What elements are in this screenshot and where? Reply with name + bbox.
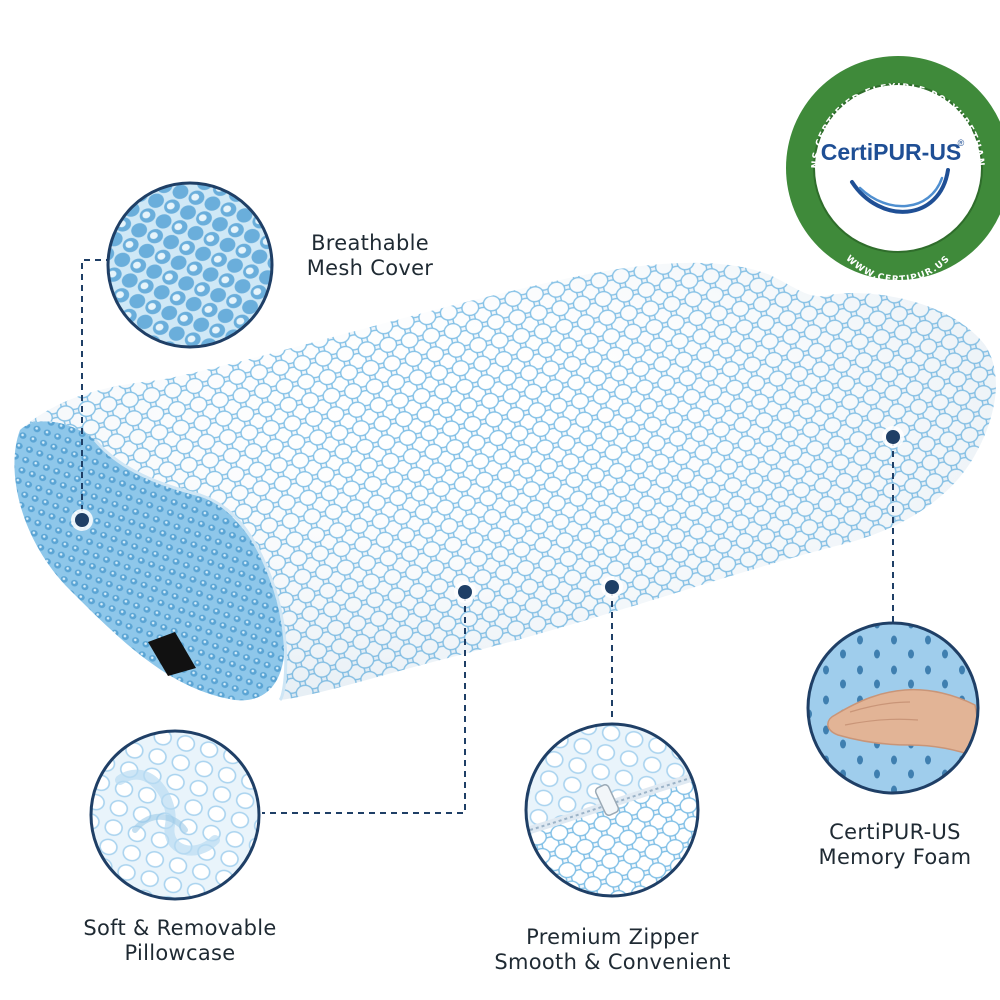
callout-lines [81,259,894,814]
label-pillowcase: Soft & Removable Pillowcase [60,916,300,966]
label-mesh-cover: Breathable Mesh Cover [270,231,470,281]
callout-line-pillowcase [262,595,466,814]
label-mesh-line2: Mesh Cover [306,256,434,280]
label-pillowcase-line2: Pillowcase [124,941,236,965]
mesh-detail-circle [106,181,274,349]
label-foam-line2: Memory Foam [818,845,972,869]
pillowcase-detail-circle [89,729,261,901]
label-foam-line1: CertiPUR-US [829,820,961,844]
navy-dot-icon [71,509,93,531]
label-zipper-line1: Premium Zipper [526,925,699,949]
callout-line-mesh [81,259,112,520]
pillow [14,262,996,702]
seal-name: CertiPUR-US [821,139,962,165]
navy-dot-icon [454,581,476,603]
label-zipper-line2: Smooth & Convenient [494,950,731,974]
label-memory-foam: CertiPUR-US Memory Foam [800,820,990,870]
label-mesh-line1: Breathable [311,231,429,255]
zipper-detail-circle [524,722,700,898]
label-zipper: Premium Zipper Smooth & Convenient [470,925,755,975]
label-pillowcase-line1: Soft & Removable [83,916,277,940]
navy-dot-icon [882,426,904,448]
foam-detail-circle [806,621,980,795]
seal-registered-mark: ® [958,138,965,148]
navy-dot-icon [601,576,623,598]
callout-dots [71,426,904,603]
